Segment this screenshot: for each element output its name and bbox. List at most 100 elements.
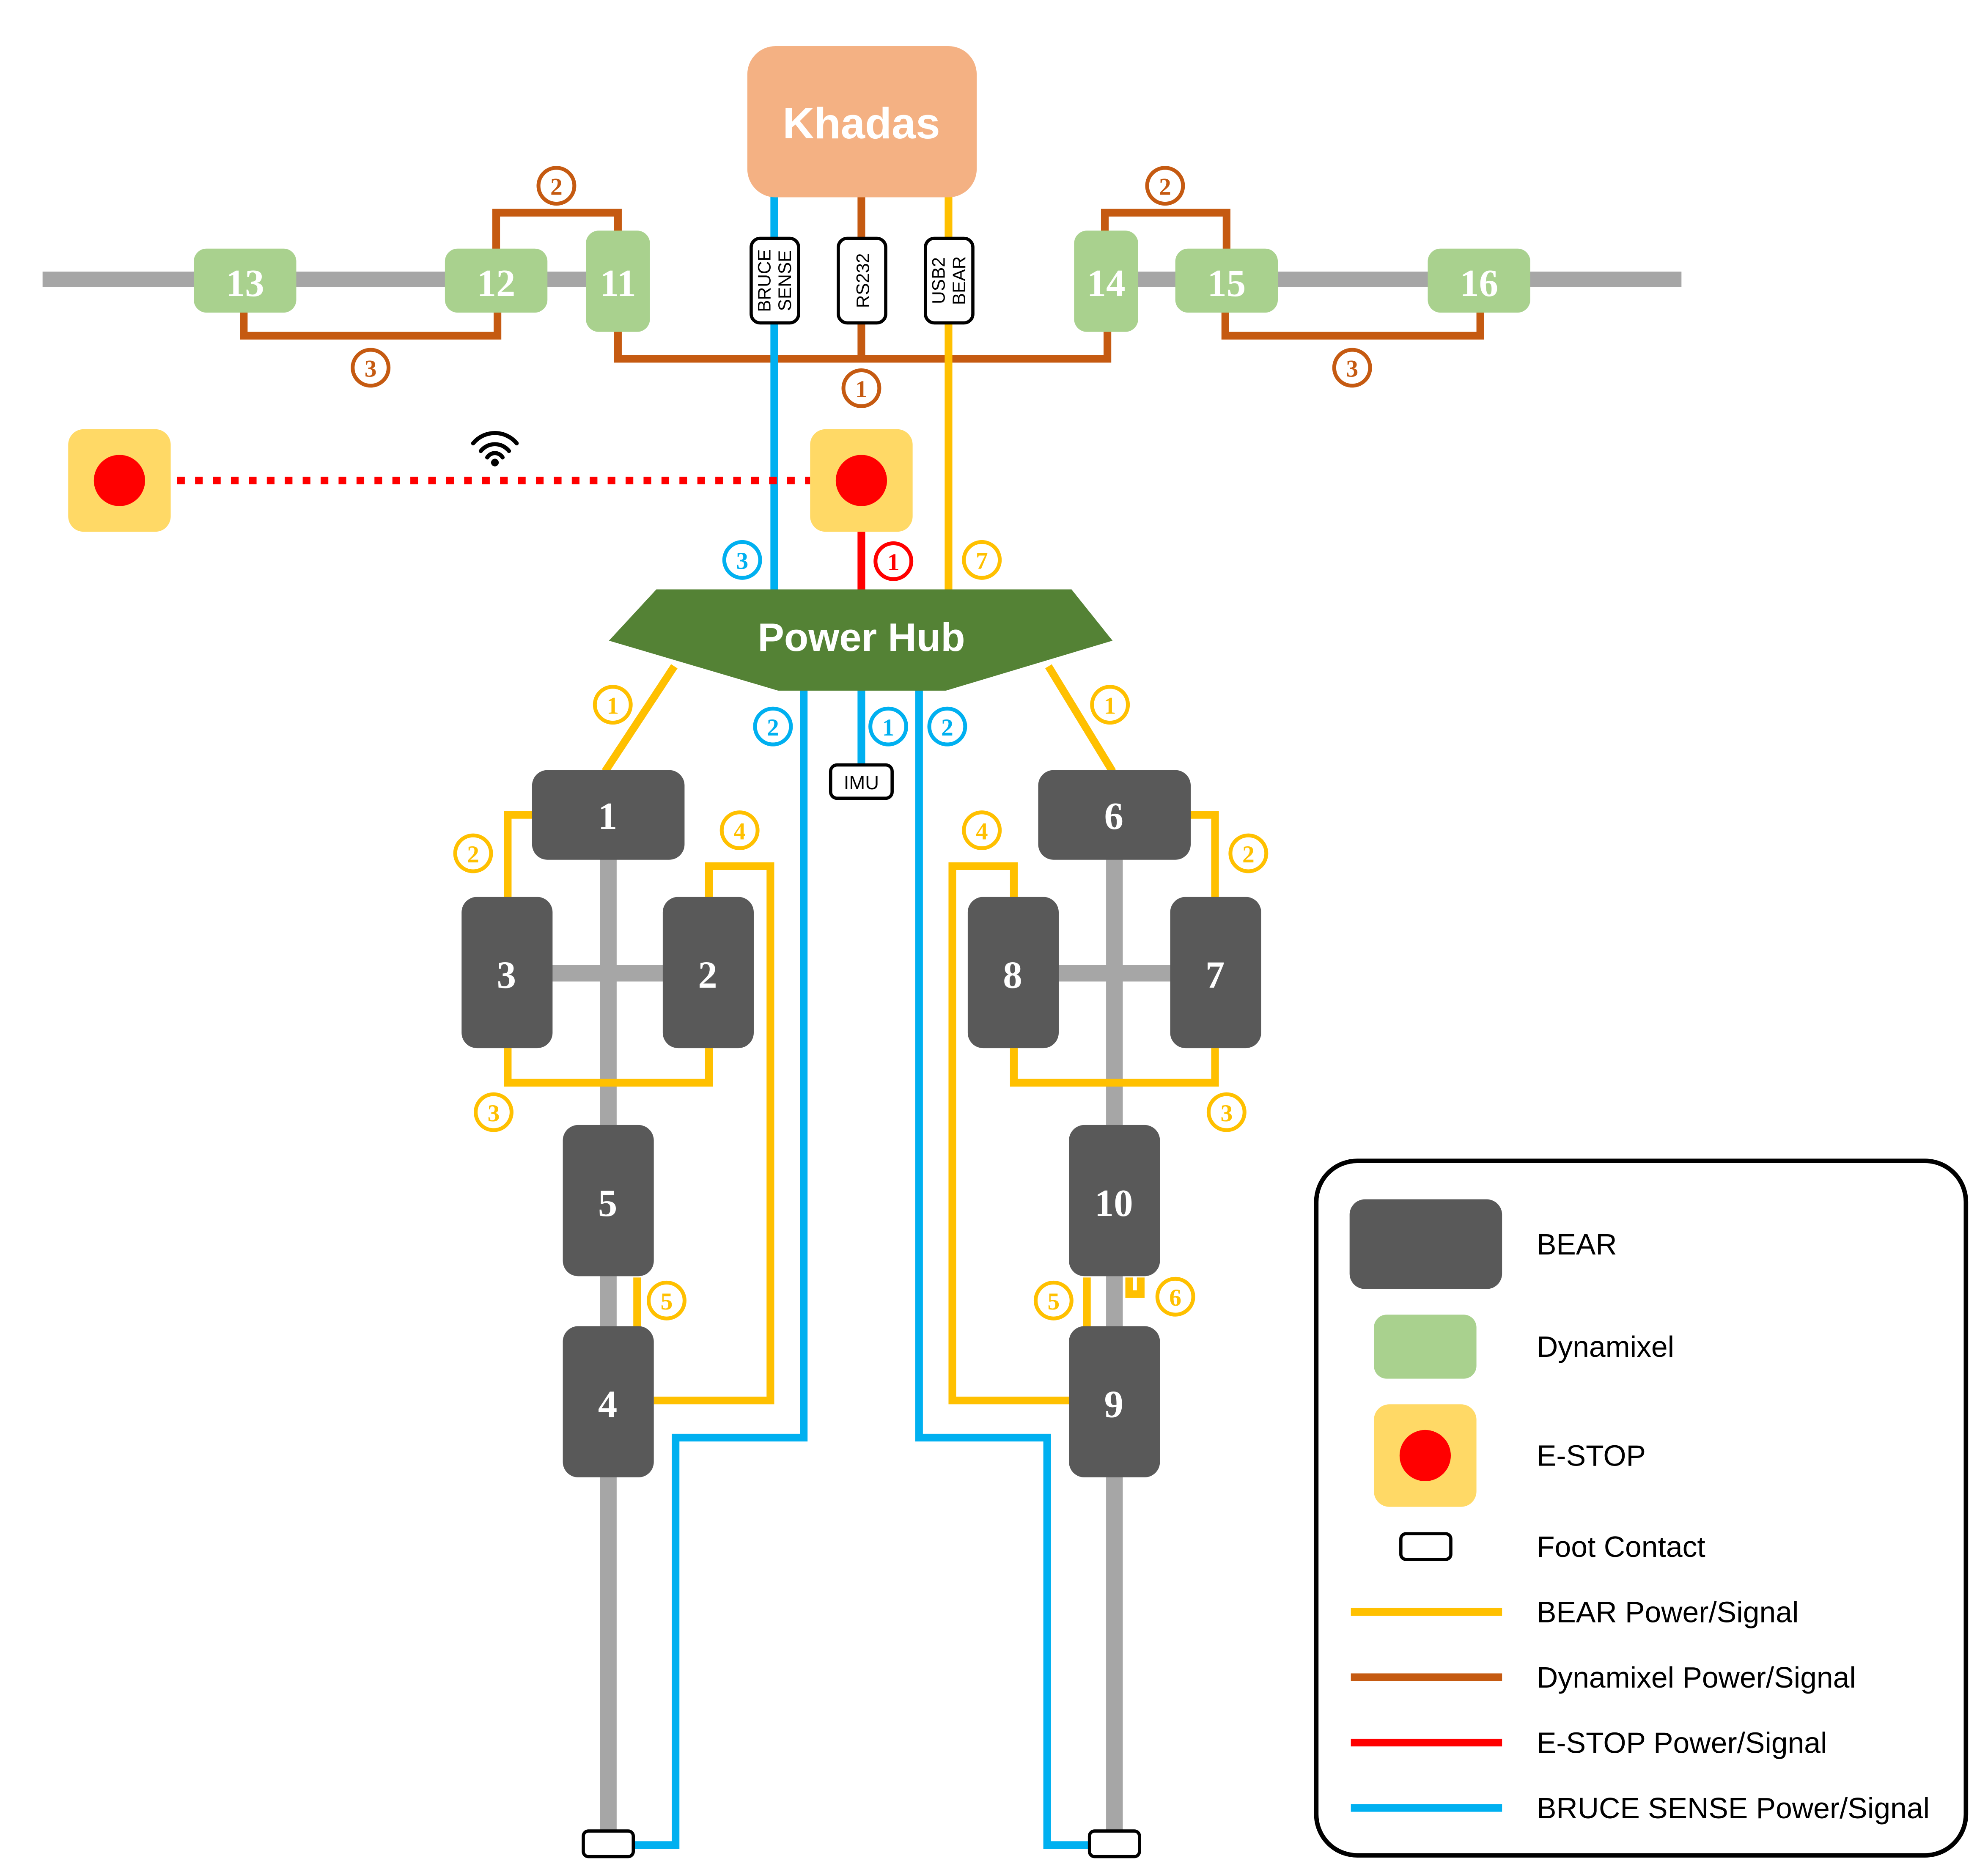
dynamixel-14-label: 14 bbox=[1087, 262, 1126, 305]
svg-text:4: 4 bbox=[976, 818, 988, 845]
svg-text:Foot Contact: Foot Contact bbox=[1537, 1530, 1705, 1563]
bear-5: 5 bbox=[563, 1125, 654, 1276]
khadas-label: Khadas bbox=[783, 99, 940, 148]
khadas-module: Khadas bbox=[747, 46, 977, 198]
dynamixel-16-label: 16 bbox=[1460, 262, 1498, 305]
estop-onboard-button[interactable] bbox=[835, 455, 887, 506]
badge-dxl-right-2: 2 bbox=[1145, 166, 1185, 206]
estop-onboard[interactable] bbox=[810, 429, 913, 532]
svg-text:4: 4 bbox=[733, 818, 746, 845]
legend-item-bear-wire: BEAR Power/Signal bbox=[1351, 1595, 1799, 1628]
legend-item-bear: BEAR bbox=[1349, 1199, 1617, 1289]
badge-dxl-center-1: 1 bbox=[841, 368, 881, 408]
badge-right-5: 5 bbox=[1033, 1280, 1074, 1320]
connector-usb2-bear-line1: USB2 bbox=[928, 257, 948, 304]
connector-bruce-sense-line1: BRUCE bbox=[754, 249, 774, 312]
svg-text:BEAR Power/Signal: BEAR Power/Signal bbox=[1537, 1595, 1799, 1628]
legend-item-dynamixel: Dynamixel bbox=[1374, 1315, 1674, 1379]
hip-bar-right bbox=[1051, 965, 1179, 982]
svg-text:1: 1 bbox=[855, 376, 868, 403]
bear-8-label: 8 bbox=[1003, 954, 1022, 996]
bear-wire-left-3 bbox=[504, 1048, 713, 1087]
badge-bear-left-1: 1 bbox=[593, 685, 633, 725]
svg-text:3: 3 bbox=[488, 1100, 500, 1127]
imu-sensor: IMU bbox=[829, 763, 894, 800]
bear-wire-right-6 bbox=[1125, 1277, 1145, 1298]
connector-usb2-bear-line2: BEAR bbox=[949, 256, 969, 305]
dynamixel-14: 14 bbox=[1074, 231, 1138, 332]
bear-wire-right-1 bbox=[1045, 664, 1116, 774]
dynamixel-15: 15 bbox=[1175, 248, 1278, 313]
svg-text:1: 1 bbox=[887, 549, 900, 576]
svg-text:3: 3 bbox=[365, 356, 377, 382]
power-hub-label: Power Hub bbox=[758, 615, 965, 659]
bear-wire-right-3 bbox=[1010, 1048, 1219, 1087]
bear-10-label: 10 bbox=[1095, 1182, 1133, 1224]
dynamixel-13: 13 bbox=[194, 248, 297, 313]
connector-usb2-bear: USB2 BEAR bbox=[924, 236, 975, 325]
svg-text:BRUCE SENSE Power/Signal: BRUCE SENSE Power/Signal bbox=[1537, 1792, 1930, 1825]
bear-3: 3 bbox=[461, 897, 553, 1049]
bear-wire-left-4 bbox=[654, 862, 774, 1405]
dxl-wire-right-3 bbox=[1221, 310, 1484, 340]
bear-9: 9 bbox=[1069, 1326, 1160, 1477]
badge-left-5: 5 bbox=[647, 1280, 686, 1320]
sense-wire-right-foot bbox=[915, 685, 1092, 1849]
badge-estop-hub-1: 1 bbox=[873, 541, 914, 581]
bear-1-label: 1 bbox=[598, 795, 617, 837]
dynamixel-13-label: 13 bbox=[226, 262, 264, 305]
svg-text:2: 2 bbox=[941, 714, 953, 741]
svg-text:1: 1 bbox=[1104, 692, 1116, 719]
legend-item-sense-wire: BRUCE SENSE Power/Signal bbox=[1351, 1792, 1930, 1825]
wire-badges: 2 3 1 2 3 3 1 7 1 1 2 1 2 2 4 3 5 2 4 3 … bbox=[351, 166, 1372, 1320]
imu-label: IMU bbox=[844, 772, 879, 793]
foot-contact-right bbox=[1087, 1829, 1141, 1858]
estop-icon bbox=[1399, 1430, 1451, 1482]
badge-sense-left-2: 2 bbox=[753, 706, 793, 747]
badge-left-3: 3 bbox=[474, 1092, 513, 1132]
legend: BEAR Dynamixel E-STOP Foot Contact BEAR … bbox=[1314, 1158, 1969, 1858]
connector-bruce-sense-line2: SENSE bbox=[775, 250, 795, 311]
estop-remote-button[interactable] bbox=[93, 455, 146, 506]
dynamixel-15-label: 15 bbox=[1207, 262, 1246, 305]
svg-text:2: 2 bbox=[1159, 173, 1171, 200]
svg-text:2: 2 bbox=[550, 173, 563, 200]
svg-text:Dynamixel Power/Signal: Dynamixel Power/Signal bbox=[1537, 1661, 1856, 1694]
legend-frame bbox=[1314, 1158, 1969, 1858]
svg-text:3: 3 bbox=[1346, 356, 1358, 382]
bear-wire-left-1 bbox=[601, 664, 678, 774]
svg-text:2: 2 bbox=[1242, 841, 1255, 868]
dynamixel-wires bbox=[240, 192, 1484, 363]
bear-wire-right-4 bbox=[948, 862, 1071, 1405]
bear-4-label: 4 bbox=[598, 1383, 617, 1426]
dynamixel-11: 11 bbox=[586, 231, 650, 332]
hip-bar-left bbox=[545, 965, 673, 982]
svg-text:2: 2 bbox=[767, 714, 779, 741]
svg-text:5: 5 bbox=[661, 1288, 673, 1315]
bear-10: 10 bbox=[1069, 1125, 1160, 1276]
power-hub: Power Hub bbox=[609, 589, 1113, 691]
svg-text:E-STOP Power/Signal: E-STOP Power/Signal bbox=[1537, 1726, 1827, 1759]
legend-item-estop: E-STOP bbox=[1374, 1404, 1646, 1507]
svg-text:Dynamixel: Dynamixel bbox=[1537, 1330, 1674, 1363]
wifi-icon bbox=[471, 431, 519, 467]
svg-text:2: 2 bbox=[467, 841, 479, 868]
bear-7-label: 7 bbox=[1205, 954, 1225, 996]
legend-item-foot-contact: Foot Contact bbox=[1399, 1530, 1705, 1563]
estop-remote[interactable] bbox=[68, 429, 171, 532]
bear-5-label: 5 bbox=[598, 1182, 617, 1224]
svg-text:1: 1 bbox=[607, 692, 619, 719]
svg-text:3: 3 bbox=[736, 548, 748, 574]
dynamixel-11-label: 11 bbox=[600, 262, 636, 305]
badge-dxl-left-3: 3 bbox=[351, 348, 391, 388]
estop-wires bbox=[177, 476, 865, 592]
dxl-wire-right-2 bbox=[1101, 209, 1230, 250]
badge-dxl-left-2: 2 bbox=[536, 166, 577, 206]
badge-right-4: 4 bbox=[962, 810, 1002, 851]
badge-right-6: 6 bbox=[1155, 1276, 1195, 1317]
svg-text:3: 3 bbox=[1220, 1100, 1233, 1127]
badge-right-3: 3 bbox=[1206, 1092, 1247, 1132]
bear-2: 2 bbox=[662, 897, 754, 1049]
legend-item-estop-wire: E-STOP Power/Signal bbox=[1351, 1726, 1827, 1759]
bear-wire-left-2 bbox=[504, 811, 533, 897]
